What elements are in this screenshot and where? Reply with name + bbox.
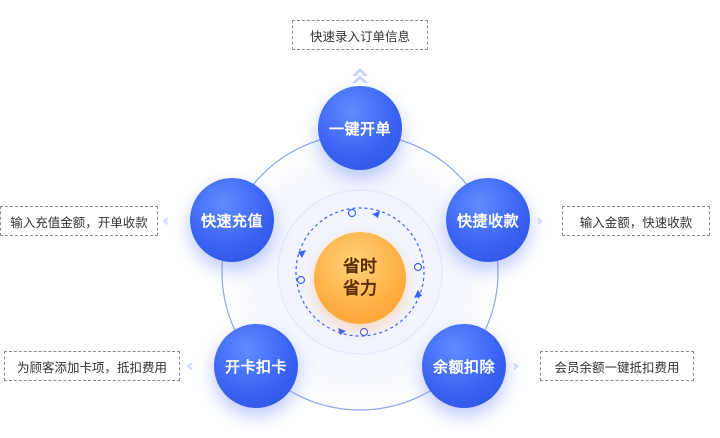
cycle-dot bbox=[296, 275, 306, 285]
cycle-dot bbox=[359, 327, 369, 337]
center-line-2: 省力 bbox=[343, 279, 377, 299]
node-quick-payment: 快捷收款 bbox=[446, 178, 530, 262]
node-quick-recharge: 快速充值 bbox=[190, 178, 274, 262]
chevron-left-icon: ‹‹ bbox=[186, 356, 194, 375]
cycle-arrow bbox=[338, 328, 346, 335]
chevron-up-icon bbox=[352, 68, 368, 76]
label-bottom-left: 为顾客添加卡项，抵扣费用 bbox=[4, 351, 180, 381]
cycle-arrow bbox=[298, 250, 306, 258]
cycle-dot bbox=[347, 208, 357, 218]
chevron-right-icon: ›› bbox=[512, 356, 520, 375]
label-right: 输入金额，快速收款 bbox=[562, 206, 710, 236]
chevron-left-icon: ‹‹ bbox=[162, 211, 170, 230]
node-one-click-order: 一键开单 bbox=[318, 86, 402, 170]
center-circle: 省时 省力 bbox=[314, 232, 406, 324]
label-top: 快速录入订单信息 bbox=[292, 20, 428, 50]
cycle-arrow bbox=[414, 290, 422, 298]
chevron-right-icon: ›› bbox=[536, 211, 544, 230]
center-line-1: 省时 bbox=[343, 257, 377, 277]
cycle-arrow bbox=[372, 211, 380, 218]
label-left: 输入充值金额，开单收款 bbox=[0, 206, 158, 236]
label-bottom-right: 会员余额一键抵扣费用 bbox=[540, 351, 694, 381]
node-balance-deduct: 余额扣除 bbox=[422, 324, 506, 408]
cycle-dot bbox=[413, 262, 423, 272]
node-card-deduct: 开卡扣卡 bbox=[214, 324, 298, 408]
dashed-cycle-ring bbox=[295, 207, 425, 337]
